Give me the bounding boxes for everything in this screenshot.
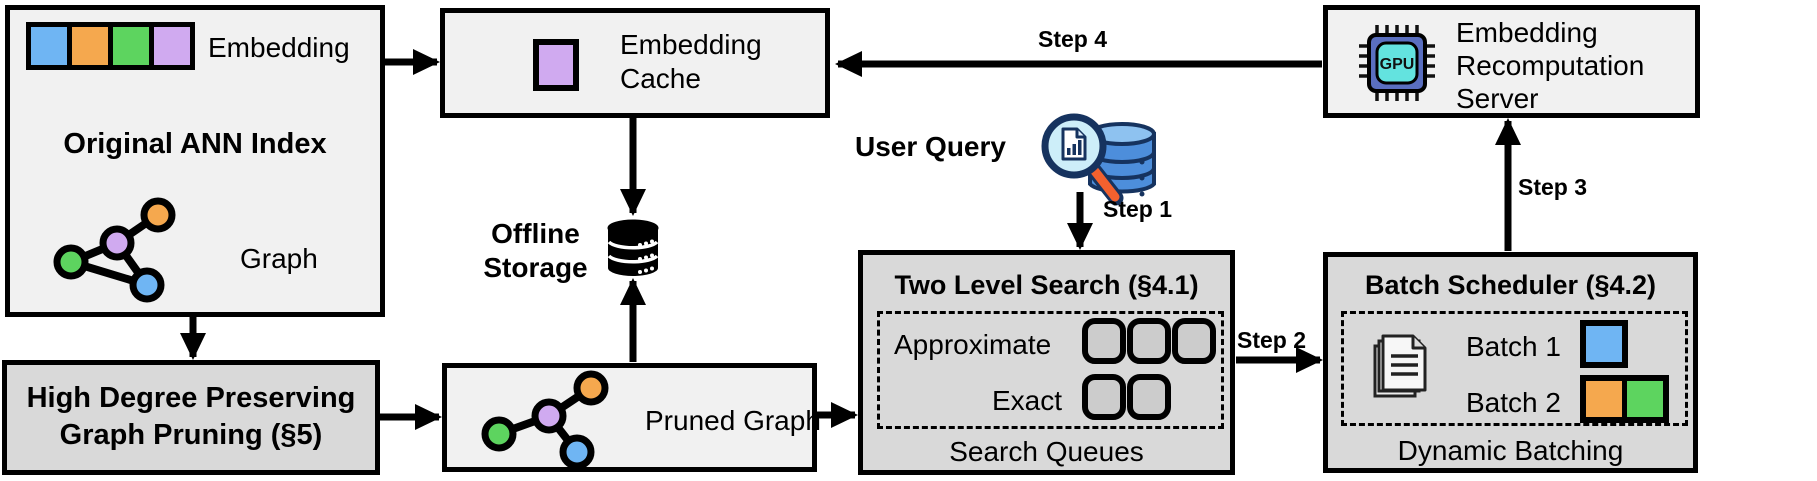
original-graph-icon bbox=[53, 197, 176, 303]
embedding-cache-box: Embedding Cache bbox=[440, 8, 830, 118]
embedding-cache-label: Embedding Cache bbox=[620, 29, 762, 94]
embedding-cell-purple bbox=[154, 27, 190, 65]
pruned-graph-box: Pruned Graph bbox=[442, 363, 821, 472]
user-query-label: User Query bbox=[855, 131, 1006, 162]
search-queues-caption: Search Queues bbox=[949, 436, 1144, 467]
batch1-label: Batch 1 bbox=[1466, 331, 1561, 362]
batch1-block-icon bbox=[1580, 320, 1628, 368]
search-queues-panel: Approximate Exact bbox=[877, 311, 1224, 429]
pruned-graph-icon bbox=[481, 370, 609, 468]
queue-slot-icon bbox=[1082, 374, 1126, 420]
graph-label: Graph bbox=[240, 243, 318, 274]
documents-icon bbox=[1373, 334, 1427, 398]
cached-embedding-icon bbox=[533, 39, 579, 91]
user-query-icon bbox=[1041, 113, 1156, 206]
offline-storage-label: Offline Storage bbox=[483, 218, 588, 283]
approximate-label: Approximate bbox=[894, 329, 1052, 360]
embedding-cell-orange bbox=[72, 27, 108, 65]
recomputation-server-box: GPU Embedding Recomputation Server bbox=[1323, 5, 1700, 118]
batch-scheduler-title: Batch Scheduler (§4.2) bbox=[1364, 270, 1657, 300]
graph-pruning-title: High Degree Preserving Graph Pruning (§5… bbox=[26, 382, 356, 451]
step1-label: Step 1 bbox=[1103, 196, 1173, 222]
database-icon bbox=[607, 219, 659, 276]
ann-index-title: Original ANN Index bbox=[63, 128, 327, 160]
queue-slot-icon bbox=[1127, 318, 1171, 364]
batch2-block-icon bbox=[1580, 375, 1669, 423]
batch2-label: Batch 2 bbox=[1466, 387, 1561, 418]
embedding-cell-blue bbox=[31, 27, 67, 65]
gpu-chip-label: GPU bbox=[1380, 56, 1415, 73]
step4-label: Step 4 bbox=[1038, 26, 1108, 52]
two-level-search-box: Two Level Search (§4.1) Approximate Exac… bbox=[858, 250, 1235, 475]
queue-slot-icon bbox=[1172, 318, 1216, 364]
step3-label: Step 3 bbox=[1518, 174, 1588, 200]
dynamic-batching-caption: Dynamic Batching bbox=[1397, 435, 1624, 466]
approximate-queue-icons bbox=[1082, 318, 1217, 369]
batch2-cell-green bbox=[1627, 381, 1663, 417]
queue-slot-icon bbox=[1127, 374, 1171, 420]
exact-queue-icons bbox=[1082, 374, 1172, 425]
batch2-cell-orange bbox=[1586, 381, 1622, 417]
graph-pruning-box: High Degree Preserving Graph Pruning (§5… bbox=[2, 360, 380, 475]
two-level-search-title: Two Level Search (§4.1) bbox=[894, 270, 1199, 300]
recomputation-server-label: Embedding Recomputation Server bbox=[1456, 17, 1645, 114]
original-ann-index-box: Embedding Original ANN Index Graph bbox=[5, 5, 385, 317]
embedding-label: Embedding bbox=[208, 32, 350, 63]
embedding-vector-icon bbox=[26, 22, 195, 70]
dynamic-batching-panel: Batch 1 Batch 2 bbox=[1341, 311, 1688, 426]
gpu-chip-icon: GPU bbox=[1359, 25, 1435, 101]
exact-label: Exact bbox=[992, 385, 1063, 416]
pruned-graph-label: Pruned Graph bbox=[645, 405, 821, 436]
queue-slot-icon bbox=[1082, 318, 1126, 364]
step2-label: Step 2 bbox=[1237, 327, 1307, 353]
batch-scheduler-box: Batch Scheduler (§4.2) Batch 1 Batch 2 bbox=[1323, 252, 1698, 473]
embedding-cell-green bbox=[113, 27, 149, 65]
